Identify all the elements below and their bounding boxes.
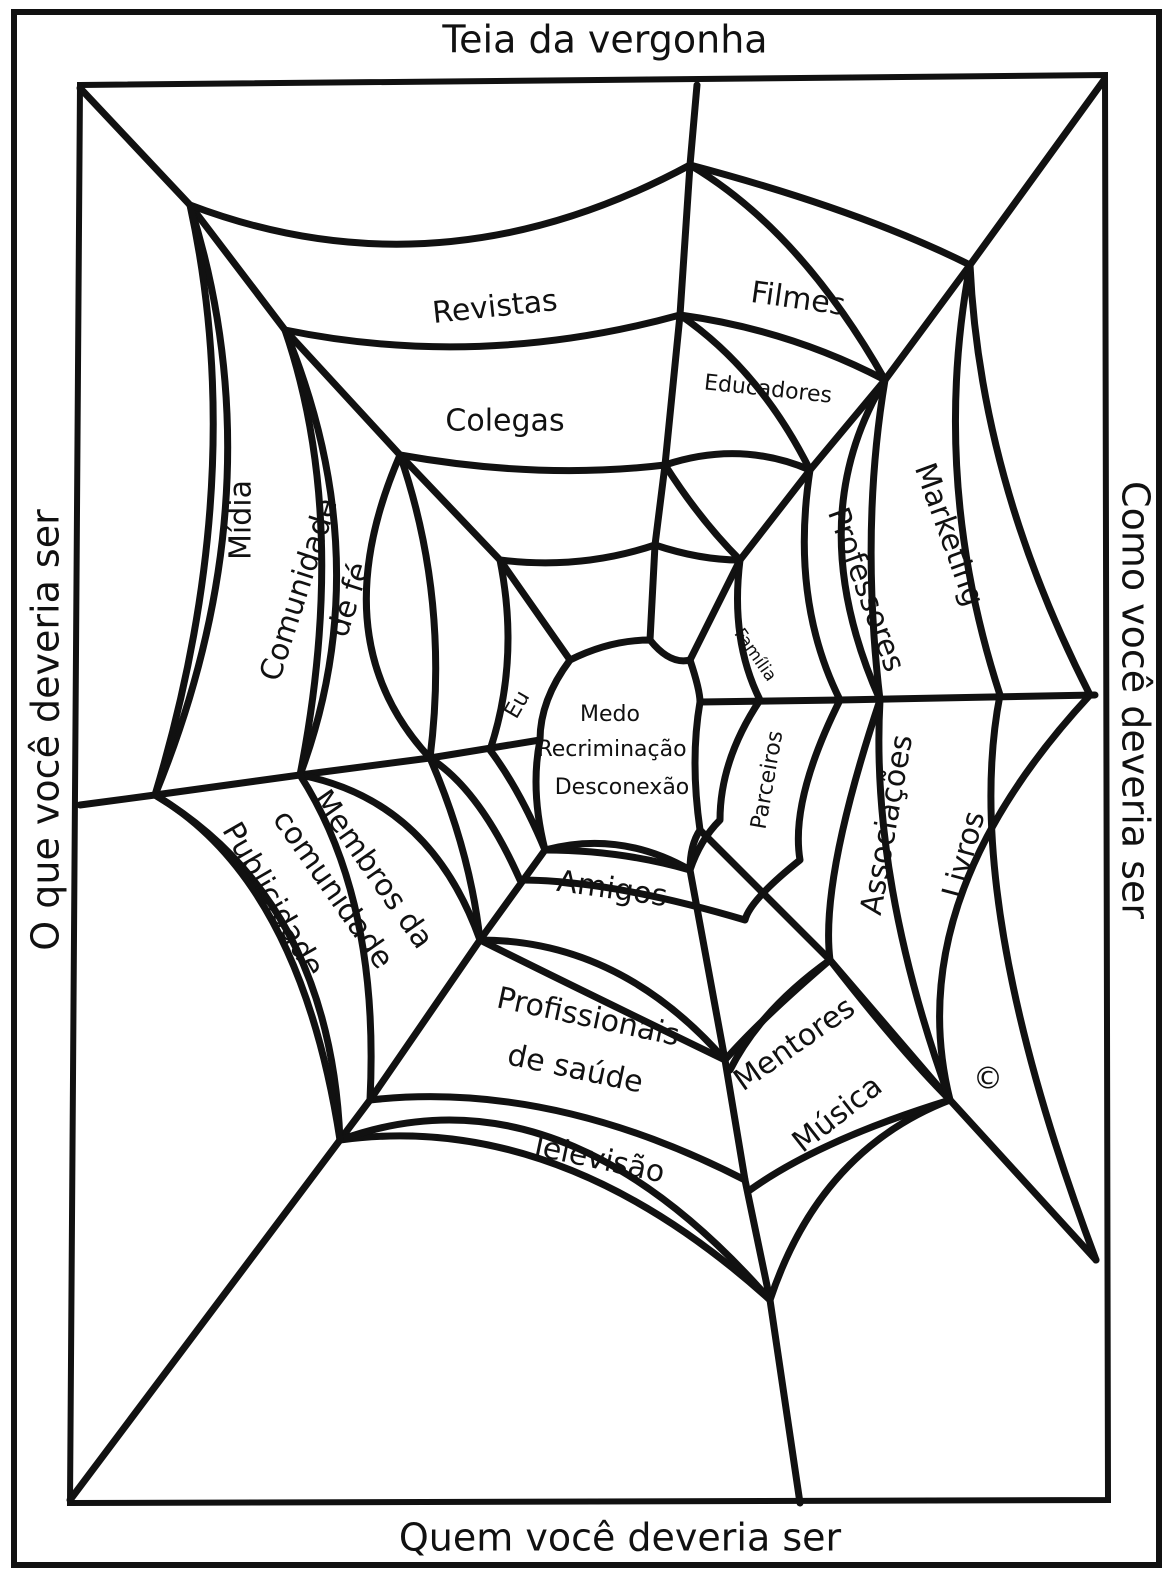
label-marketing: Marketing <box>907 458 991 610</box>
label-de-saude: de saúde <box>504 1038 646 1101</box>
label-livros: Livros <box>936 807 993 902</box>
label-familia: Família <box>730 625 781 685</box>
bottom-caption: Quem você deveria ser <box>399 1516 842 1560</box>
label-revistas: Revistas <box>431 283 559 331</box>
web-strands <box>155 165 1096 1300</box>
center-label-medo: Medo <box>580 702 640 727</box>
label-parceiros: Parceiros <box>747 729 789 831</box>
right-caption: Como você deveria ser <box>1114 481 1158 919</box>
label-professores: Professores <box>820 503 912 677</box>
label-filmes: Filmes <box>749 275 848 323</box>
title: Teia da vergonha <box>441 18 767 62</box>
label-colegas: Colegas <box>445 404 564 439</box>
center-label-recriminacao: Recriminação <box>537 737 686 762</box>
label-amigos: Amigos <box>555 864 670 914</box>
left-caption: O que você deveria ser <box>24 509 68 951</box>
copyright-mark: © <box>973 1062 1003 1097</box>
center-label-desconexao: Desconexão <box>555 775 690 800</box>
label-midia: Mídia <box>224 480 259 560</box>
